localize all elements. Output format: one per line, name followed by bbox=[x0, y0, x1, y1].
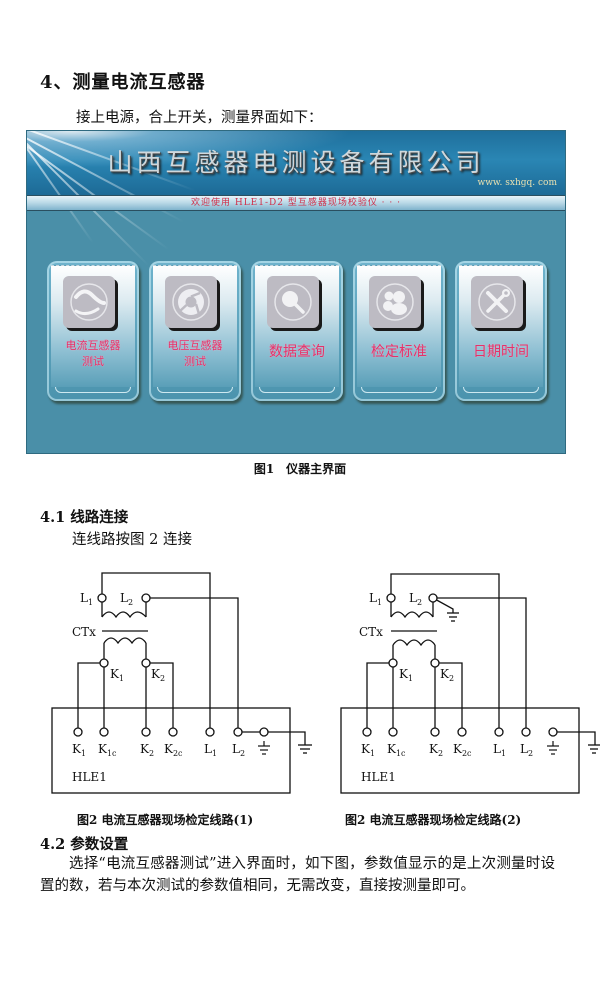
device-main-screen: 山西互感器电测设备有限公司 www. sxhgq. com 欢迎使用 HLE1-… bbox=[26, 130, 566, 454]
tile-date-time[interactable]: 日期时间 bbox=[455, 261, 547, 401]
tile-label: 检定标准 bbox=[371, 344, 427, 360]
figure1-caption: 图1 仪器主界面 bbox=[253, 462, 347, 476]
subsection-1-heading: 4.1 线路连接 bbox=[40, 509, 129, 526]
primary-l1-label: L1 bbox=[80, 591, 93, 607]
ct-label: CTx bbox=[72, 625, 96, 639]
tile-vt-test[interactable]: 电压互感器 测试 bbox=[149, 261, 241, 401]
terminal-label: L1 bbox=[204, 742, 217, 758]
secondary-k2-label: K2 bbox=[151, 667, 165, 683]
terminal-label: L1 bbox=[493, 742, 506, 758]
tools-icon bbox=[471, 276, 523, 328]
website-url: www. sxhgq. com bbox=[477, 178, 558, 188]
company-name: 山西互感器电测设备有限公司 bbox=[107, 148, 485, 177]
ct-label: CTx bbox=[359, 625, 383, 639]
tile-ct-test[interactable]: 电流互感器 测试 bbox=[47, 261, 139, 401]
tile-label: 数据查询 bbox=[269, 344, 325, 360]
subsection-2-heading: 4.2 参数设置 bbox=[40, 836, 129, 853]
wiring-diagram-2: L1 L2 CTx K1 K2 K1 K1c K2 K2c L1 L2 HLE1 bbox=[333, 565, 600, 804]
figure2-caption-1: 图2 电流互感器现场检定线路(1) bbox=[77, 813, 254, 827]
terminal-label: K1c bbox=[98, 742, 117, 758]
tile-label: 日期时间 bbox=[473, 344, 529, 360]
tile-calibration-standard[interactable]: 检定标准 bbox=[353, 261, 445, 401]
tile-label-line2: 测试 bbox=[184, 355, 206, 368]
company-banner: 山西互感器电测设备有限公司 www. sxhgq. com bbox=[27, 131, 565, 267]
terminal-label: K1 bbox=[72, 742, 86, 758]
ground-icon bbox=[258, 741, 270, 755]
users-icon bbox=[369, 276, 421, 328]
device-label: HLE1 bbox=[361, 770, 396, 784]
primary-l2-label: L2 bbox=[409, 591, 422, 607]
tile-label-line1: 电压互感器 bbox=[167, 339, 223, 352]
terminal-label: L2 bbox=[232, 742, 245, 758]
secondary-k1-label: K1 bbox=[399, 667, 413, 683]
aperture-icon bbox=[165, 276, 217, 328]
terminal-label: K1 bbox=[361, 742, 375, 758]
primary-l1-label: L1 bbox=[369, 591, 382, 607]
section-heading: 4、测量电流互感器 bbox=[40, 72, 206, 93]
intro-text: 接上电源，合上开关，测量界面如下： bbox=[76, 110, 323, 126]
terminal-label: K1c bbox=[387, 742, 406, 758]
ground-icon bbox=[547, 741, 559, 755]
tile-data-query[interactable]: 数据查询 bbox=[251, 261, 343, 401]
tile-label-line1: 电流互感器 bbox=[65, 339, 121, 352]
subsection-1-text: 连线路按图 2 连接 bbox=[72, 532, 192, 548]
subsection-2-text: 选择“电流互感器测试”进入界面时，如下图，参数值显示的是上次测量时设置的数，若与… bbox=[40, 856, 555, 894]
tile-label-line2: 测试 bbox=[82, 355, 104, 368]
welcome-marquee: 欢迎使用 HLE1-D2 型互感器现场校验仪 · · · bbox=[27, 195, 565, 211]
device-label: HLE1 bbox=[72, 770, 107, 784]
primary-l2-label: L2 bbox=[120, 591, 133, 607]
terminal-label: K2 bbox=[429, 742, 443, 758]
terminal-label: K2c bbox=[453, 742, 472, 758]
terminal-label: K2c bbox=[164, 742, 183, 758]
search-icon bbox=[267, 276, 319, 328]
menu-tiles: 电流互感器 测试 电压互感器 测试 bbox=[47, 261, 547, 401]
figure2-caption-2: 图2 电流互感器现场检定线路(2) bbox=[345, 813, 522, 827]
wave-icon bbox=[63, 276, 115, 328]
secondary-k1-label: K1 bbox=[110, 667, 124, 683]
terminal-label: K2 bbox=[140, 742, 154, 758]
wiring-diagram-1: L1 L2 CTx K1 K2 K1 K1c K2 K2c L1 L2 HLE1 bbox=[40, 565, 325, 804]
secondary-k2-label: K2 bbox=[440, 667, 454, 683]
terminal-label: L2 bbox=[520, 742, 533, 758]
